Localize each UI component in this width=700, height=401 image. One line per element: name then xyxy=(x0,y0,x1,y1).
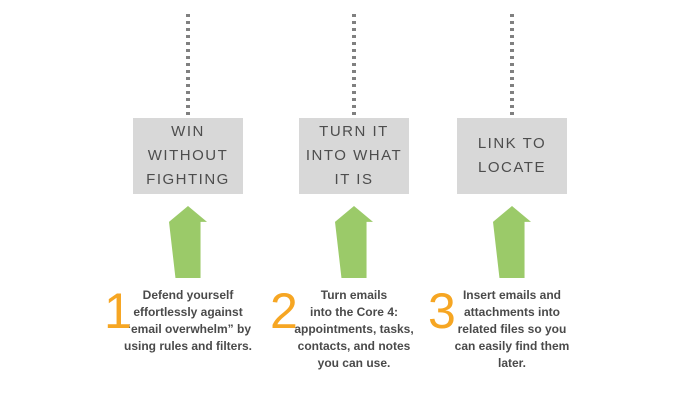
step-description: Insert emails and attachments into relat… xyxy=(454,288,570,370)
step-column-2: TURN IT INTO WHAT IT IS 2 Turn emails in… xyxy=(264,0,444,401)
step-heading: TURN IT INTO WHAT IT IS xyxy=(305,123,403,188)
up-arrow-icon xyxy=(335,206,373,278)
dotted-line-icon xyxy=(352,14,356,115)
step-description: Defend yourself effortlessly against “em… xyxy=(123,288,253,353)
up-arrow-icon xyxy=(169,206,207,278)
step-heading-box: LINK TO LOCATE xyxy=(457,118,567,194)
step-heading: LINK TO LOCATE xyxy=(477,135,547,176)
step-column-3: LINK TO LOCATE 3 Insert emails and attac… xyxy=(422,0,602,401)
up-arrow-icon xyxy=(493,206,531,278)
step-caption: 1 Defend yourself effortlessly against “… xyxy=(98,283,278,355)
step-caption: 2 Turn emails into the Core 4: appointme… xyxy=(264,283,444,372)
dotted-line-icon xyxy=(510,14,514,115)
step-number: 3 xyxy=(428,283,456,339)
step-heading-box: WIN WITHOUT FIGHTING xyxy=(133,118,243,194)
dotted-line-icon xyxy=(186,14,190,115)
step-caption: 3 Insert emails and attachments into rel… xyxy=(422,283,602,372)
step-number: 2 xyxy=(270,283,298,339)
step-column-1: WIN WITHOUT FIGHTING 1 Defend yourself e… xyxy=(98,0,278,401)
step-heading: WIN WITHOUT FIGHTING xyxy=(146,123,230,188)
step-heading-box: TURN IT INTO WHAT IT IS xyxy=(299,118,409,194)
step-number: 1 xyxy=(104,283,132,339)
step-description: Turn emails into the Core 4: appointment… xyxy=(294,288,414,370)
